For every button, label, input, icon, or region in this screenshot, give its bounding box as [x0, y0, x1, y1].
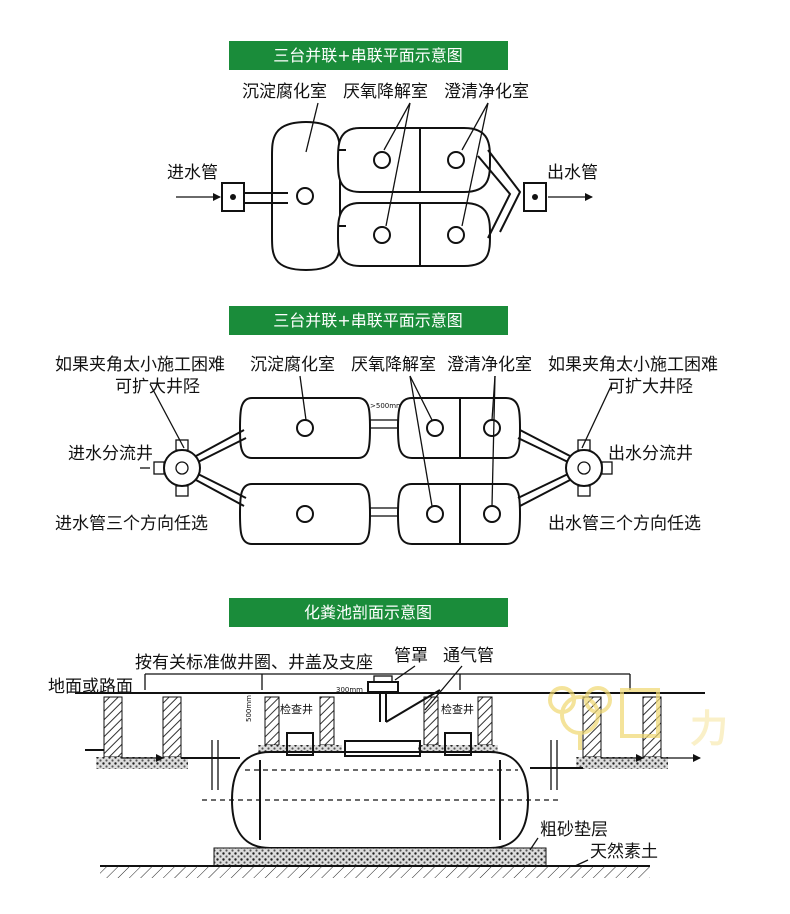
label-natural-soil: 天然素土: [590, 842, 658, 862]
section-1-title: 三台并联+串联平面示意图: [273, 46, 462, 65]
dim-300: 300mm: [336, 686, 363, 694]
label-anaerobic-chamber-2: 厌氧降解室: [351, 355, 436, 375]
label-inlet-direction: 进水管三个方向任选: [55, 514, 208, 534]
label-clarify-chamber-2: 澄清净化室: [447, 355, 532, 375]
label-inspection-well-left: 检查井: [280, 702, 313, 716]
section-3-title-bar: [229, 598, 508, 627]
section-1-plan-view: 三台并联+串联平面示意图 沉淀腐化室 厌氧降解室 澄清净化室 进水管 出水管: [167, 41, 598, 272]
section-2-title: 三台并联+串联平面示意图: [273, 311, 462, 330]
label-settling-chamber-2: 沉淀腐化室: [250, 355, 335, 375]
label-inlet-well: 进水分流井: [68, 444, 153, 464]
label-gravel-cushion: 粗砂垫层: [540, 820, 608, 840]
label-angle-right-line1: 如果夹角太小施工困难: [548, 355, 718, 375]
label-angle-left-line2: 可扩大井陉: [115, 377, 200, 397]
label-clarify-chamber: 澄清净化室: [444, 82, 529, 102]
label-outlet-well: 出水分流井: [608, 444, 693, 464]
section-3-cross-section: 化粪池剖面示意图 按有关标准做井圈、井盖及支座 管罩 通气管 地面或路面 检查井…: [48, 598, 705, 878]
label-angle-right-line2: 可扩大井陉: [608, 377, 693, 397]
label-standard-note: 按有关标准做井圈、井盖及支座: [135, 653, 373, 673]
label-outlet-direction: 出水管三个方向任选: [548, 514, 701, 534]
label-vent-pipe: 通气管: [443, 646, 494, 666]
label-inlet-pipe: 进水管: [167, 163, 218, 183]
label-inspection-well-right: 检查井: [441, 702, 474, 716]
section-2-plan-view: 三台并联+串联平面示意图 如果夹角太小施工困难 可扩大井陉 沉淀腐化室 厌氧降解…: [55, 306, 718, 545]
section-3-title: 化粪池剖面示意图: [304, 603, 432, 622]
label-angle-left-line1: 如果夹角太小施工困难: [55, 355, 225, 375]
section-2-title-bar: [229, 306, 508, 335]
watermark-logo: 力: [548, 686, 728, 751]
section-1-title-bar: [229, 41, 508, 70]
dim-500-vertical: 500mm: [245, 695, 253, 722]
label-outlet-pipe: 出水管: [547, 163, 598, 183]
label-anaerobic-chamber: 厌氧降解室: [343, 82, 428, 102]
dim-500: >500mm: [370, 402, 403, 410]
label-pipe-cover: 管罩: [394, 646, 428, 666]
label-settling-chamber: 沉淀腐化室: [242, 82, 327, 102]
watermark-text: 力: [690, 707, 728, 751]
